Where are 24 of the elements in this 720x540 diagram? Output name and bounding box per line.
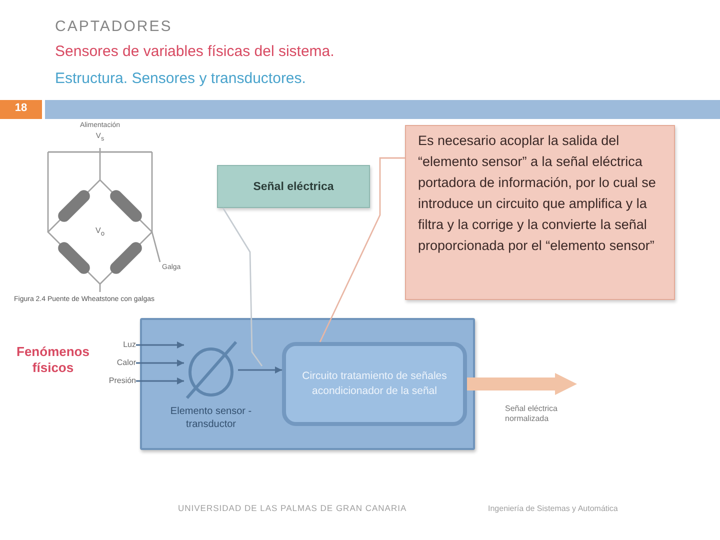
slide-subtitle: Sensores de variables físicas del sistema.	[55, 43, 336, 61]
leader-line	[222, 208, 263, 366]
module-panel	[140, 318, 475, 450]
element-label: Elemento sensor - transductor	[169, 406, 253, 431]
footer-text: Ingeniería de Sistemas y Automática	[488, 504, 619, 514]
slide-number: 18	[14, 102, 28, 116]
bridge-label: V$_{o}$	[94, 226, 106, 239]
arrow	[136, 342, 184, 348]
leader-line	[319, 157, 405, 342]
stimulus-label: Luz	[98, 339, 136, 351]
arrow	[238, 366, 282, 374]
process-box: Circuito tratamiento de señales acondicionador de la señal	[282, 342, 467, 426]
footer-text: UNIVERSIDAD DE LAS PALMAS DE GRAN CANARIA	[178, 503, 408, 514]
stimulus-label: Calor	[98, 357, 136, 369]
input-heading: Fenómenos físicos	[16, 344, 90, 376]
stimulus-label: Presión	[98, 375, 136, 387]
note-box: Es necesario acoplar la salida del “elemento sensor” a la señal eléctrica portadora de información, por lo cual se introduce un circuito que amplifica y la filtra y la corrige y la convierte la señal proporcionada por el “elemento sensor”	[405, 125, 675, 300]
output-arrow	[467, 373, 577, 395]
edge-label: Señal eléctrica normalizada	[505, 404, 558, 425]
arrow	[136, 360, 184, 366]
label-box: Señal eléctrica	[217, 165, 370, 208]
section-heading: Estructura. Sensores y transductores.	[55, 70, 307, 88]
arrow	[136, 378, 184, 384]
slide-title: CAPTADORES	[55, 18, 172, 35]
